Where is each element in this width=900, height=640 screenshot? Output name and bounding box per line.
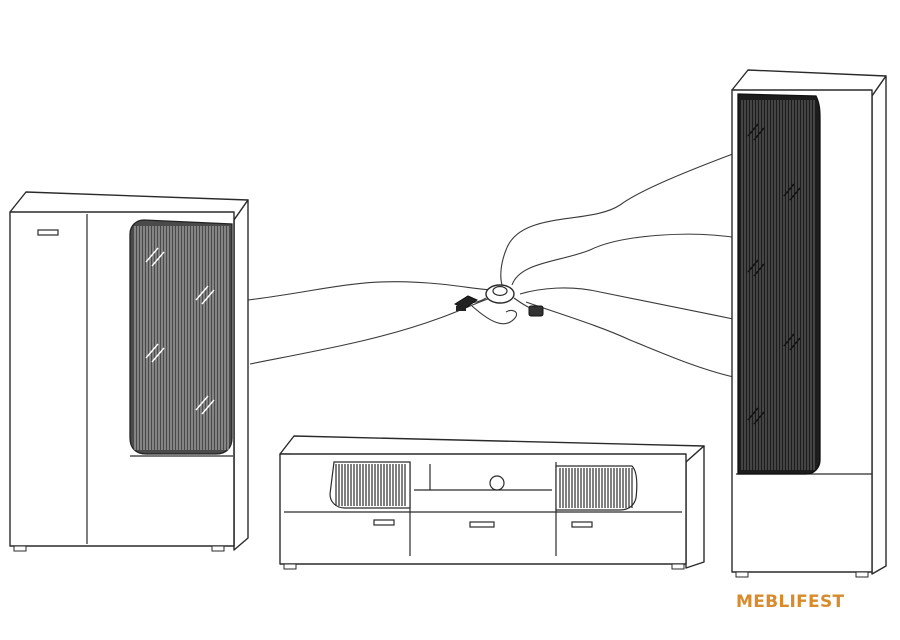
left-glass-slats bbox=[134, 226, 229, 450]
right-column bbox=[731, 69, 887, 578]
led-controller bbox=[454, 284, 544, 325]
right-glass-slats bbox=[741, 100, 815, 470]
tv-stand-left-slats bbox=[335, 464, 406, 506]
led-wiring bbox=[247, 151, 739, 379]
left-glass-reflections bbox=[145, 247, 215, 415]
tv-stand-right-slats bbox=[559, 468, 633, 508]
left-cabinet bbox=[9, 191, 249, 552]
brand-logo: MEBLIFEST bbox=[736, 592, 845, 612]
left-glass-panel bbox=[129, 219, 233, 455]
right-glass-reflections bbox=[747, 123, 801, 425]
tv-stand bbox=[279, 435, 705, 570]
